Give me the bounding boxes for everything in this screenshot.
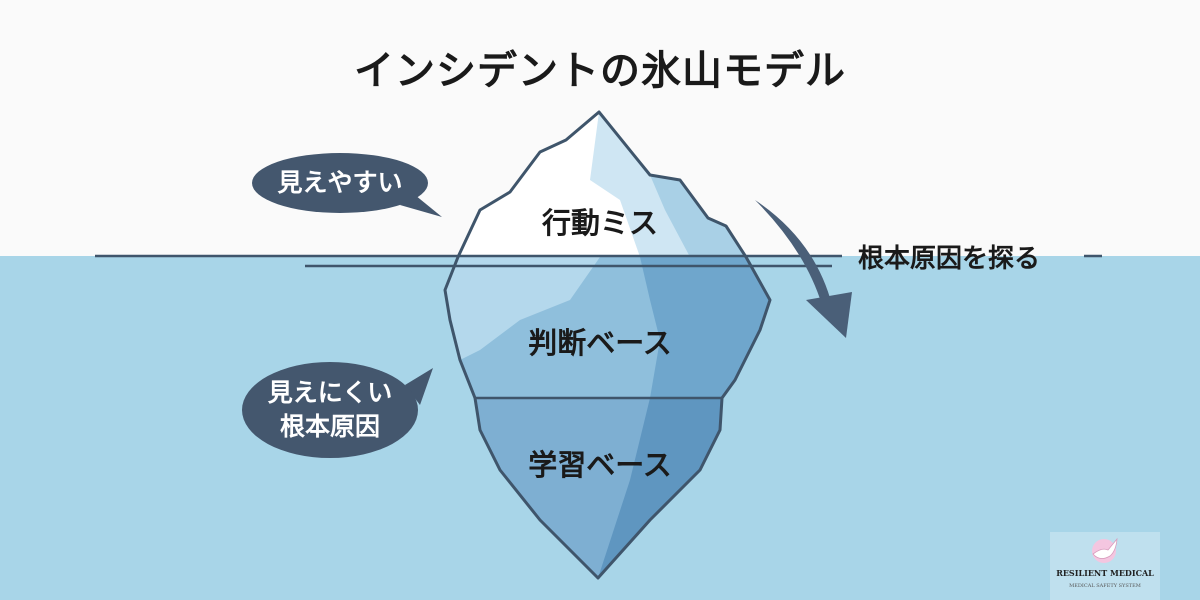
layer-label-learning: 学習ベース	[528, 448, 672, 482]
logo-subtitle: MEDICAL SAFETY SYSTEM	[1069, 583, 1141, 589]
layer-label-judgment: 判断ベース	[528, 326, 672, 360]
bubble-text-visible: 見えやすい	[277, 168, 403, 197]
layer-label-action-error: 行動ミス	[541, 206, 659, 240]
dove-logo-icon	[1092, 537, 1118, 563]
iceberg-outline	[443, 110, 772, 580]
logo: RESILIENT MEDICAL MEDICAL SAFETY SYSTEM	[1050, 532, 1160, 600]
bubble-text-hidden-line2: 根本原因	[279, 412, 381, 441]
bubble-text-hidden: 見えにくい 根本原因	[268, 376, 393, 444]
logo-name: RESILIENT MEDICAL	[1056, 568, 1154, 578]
page-title: インシデントの氷山モデル	[354, 48, 846, 94]
arrow-down-icon	[755, 200, 852, 338]
arrow-label: 根本原因を探る	[858, 244, 1041, 274]
bubble-text-hidden-line1: 見えにくい	[267, 378, 393, 407]
speech-bubble-visible	[252, 153, 442, 217]
speech-bubble-hidden	[242, 362, 433, 458]
